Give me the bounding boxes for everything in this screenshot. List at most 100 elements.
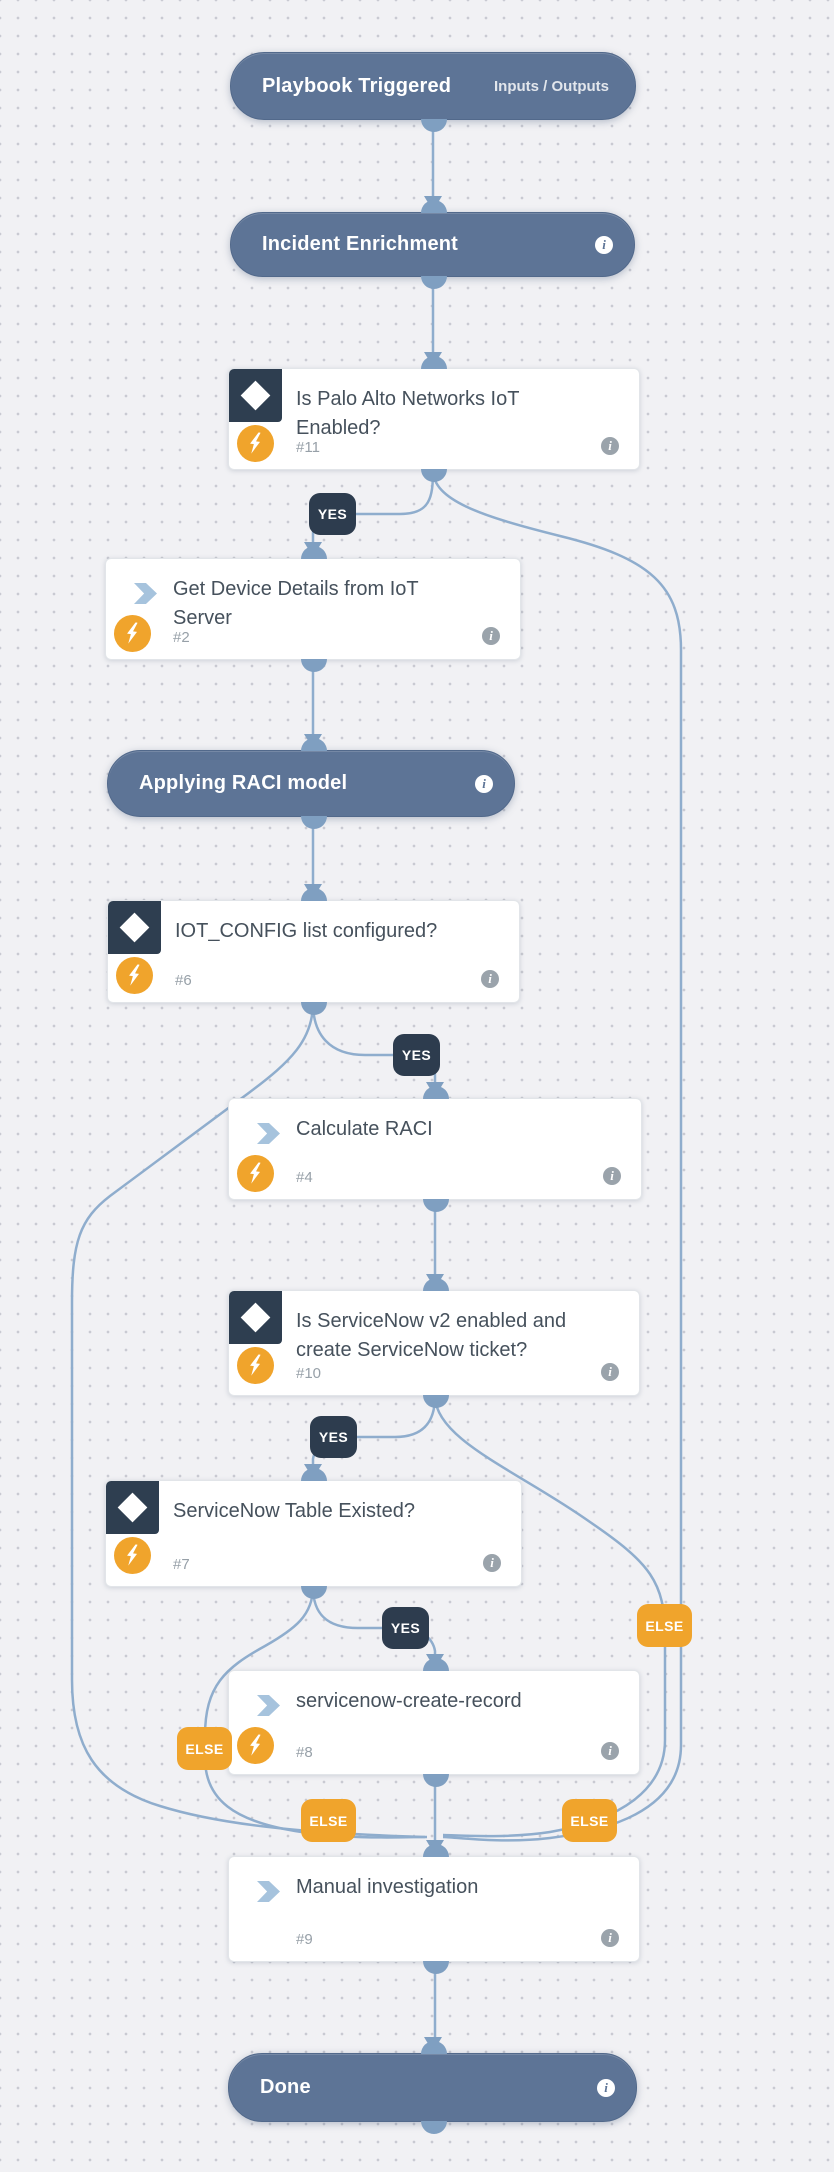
- task-number: #2: [173, 629, 190, 646]
- node-cond-servicenow-table[interactable]: ServiceNow Table Existed? #7 i: [105, 1468, 522, 1599]
- edge-cond11-else: [431, 469, 683, 1842]
- info-icon[interactable]: i: [597, 2078, 615, 2097]
- branch-label-else: ELSE: [301, 1799, 356, 1842]
- connector-stub: [421, 356, 447, 369]
- node-incident-enrichment[interactable]: Incident Enrichment i: [230, 200, 635, 289]
- node-title: Is Palo Alto Networks IoT Enabled?: [296, 388, 520, 439]
- connector-stub[interactable]: [423, 1774, 449, 1787]
- info-icon[interactable]: i: [482, 627, 500, 645]
- node-title: Is ServiceNow v2 enabled and create Serv…: [296, 1310, 567, 1361]
- info-icon[interactable]: i: [603, 1167, 621, 1185]
- task-number: #7: [173, 1556, 190, 1573]
- node-servicenow-create-record[interactable]: servicenow-create-record #8 i: [228, 1658, 640, 1787]
- lightning-icon: [123, 621, 142, 645]
- task-number: #4: [296, 1169, 313, 1186]
- branch-label-yes: YES: [309, 493, 356, 535]
- info-icon[interactable]: i: [483, 1554, 501, 1572]
- connector-stub[interactable]: [301, 1586, 327, 1599]
- connector-stub: [301, 888, 327, 901]
- info-icon[interactable]: i: [481, 970, 499, 988]
- task-chevron-icon: [134, 583, 157, 604]
- node-done[interactable]: Done i: [228, 2041, 637, 2134]
- connector-stub: [423, 1086, 449, 1099]
- automation-icon: [114, 1537, 151, 1574]
- diamond-icon: [240, 1302, 271, 1333]
- node-manual-investigation[interactable]: Manual investigation #9 i: [228, 1844, 640, 1974]
- connector-stub[interactable]: [421, 2121, 447, 2134]
- diamond-icon: [119, 912, 150, 943]
- connector-stub[interactable]: [301, 816, 327, 829]
- connector-stub[interactable]: [421, 276, 447, 289]
- connector-stub[interactable]: [423, 1199, 449, 1212]
- info-icon[interactable]: i: [601, 437, 619, 455]
- node-raci-header[interactable]: Applying RACI model i: [107, 738, 515, 829]
- node-title: IOT_CONFIG list configured?: [175, 920, 438, 942]
- condition-icon: [229, 1291, 282, 1344]
- task-number: #11: [296, 439, 320, 456]
- automation-icon: [237, 1155, 274, 1192]
- connector-stub[interactable]: [301, 1002, 327, 1015]
- task-chevron-icon: [257, 1881, 280, 1902]
- lightning-icon: [125, 963, 144, 987]
- lightning-icon: [123, 1543, 142, 1567]
- node-calculate-raci[interactable]: Calculate RACI #4 i: [228, 1086, 642, 1212]
- edge-cond6-else: [70, 1002, 426, 1839]
- node-title: ServiceNow Table Existed?: [173, 1500, 415, 1522]
- connector-stub: [301, 546, 327, 559]
- node-cond-servicenow-v2[interactable]: Is ServiceNow v2 enabled and create Serv…: [228, 1278, 640, 1408]
- node-playbook-triggered[interactable]: Playbook Triggered Inputs / Outputs: [230, 52, 636, 132]
- node-title: Get Device Details from IoT Server: [173, 578, 419, 629]
- info-icon[interactable]: i: [601, 1929, 619, 1947]
- branch-label-else: ELSE: [562, 1799, 617, 1842]
- automation-icon: [116, 957, 153, 994]
- info-icon[interactable]: i: [601, 1363, 619, 1381]
- automation-icon: [114, 615, 151, 652]
- connector-stub[interactable]: [301, 659, 327, 672]
- node-title: Playbook Triggered: [262, 74, 452, 97]
- condition-icon: [108, 901, 161, 954]
- node-get-device-details[interactable]: Get Device Details from IoT Server #2 i: [105, 546, 521, 672]
- task-chevron-icon: [257, 1123, 280, 1144]
- connector-stub: [423, 1844, 449, 1857]
- lightning-icon: [246, 1733, 265, 1757]
- connector-stub: [421, 2041, 447, 2054]
- node-title: servicenow-create-record: [296, 1690, 522, 1712]
- node-title: Done: [260, 2076, 311, 2098]
- diamond-icon: [117, 1492, 148, 1523]
- branch-label-else: ELSE: [637, 1604, 692, 1647]
- connector-stub: [423, 1278, 449, 1291]
- lightning-icon: [246, 1161, 265, 1185]
- inputs-outputs-link[interactable]: Inputs / Outputs: [494, 77, 609, 95]
- branch-label-yes: YES: [393, 1034, 440, 1076]
- node-title: Applying RACI model: [139, 772, 348, 794]
- connector-stub: [423, 1658, 449, 1671]
- diamond-icon: [240, 380, 271, 411]
- branch-label-yes: YES: [382, 1607, 429, 1649]
- connector-stub[interactable]: [421, 119, 447, 132]
- info-icon[interactable]: i: [475, 774, 493, 793]
- node-title: Calculate RACI: [296, 1118, 433, 1140]
- connector-stub[interactable]: [421, 469, 447, 482]
- automation-icon: [237, 1727, 274, 1764]
- edge-cond7-yes: [311, 1586, 437, 1654]
- task-number: #9: [296, 1931, 313, 1948]
- connector-stub: [301, 738, 327, 751]
- info-icon[interactable]: i: [601, 1742, 619, 1760]
- info-icon[interactable]: i: [595, 235, 613, 254]
- connector-stub[interactable]: [423, 1395, 449, 1408]
- condition-icon: [106, 1481, 159, 1534]
- connector-stub: [421, 200, 447, 213]
- connector-stub[interactable]: [423, 1961, 449, 1974]
- task-number: #10: [296, 1365, 322, 1382]
- node-cond-iot-config[interactable]: IOT_CONFIG list configured? #6 i: [107, 888, 520, 1015]
- lightning-icon: [246, 1353, 265, 1377]
- automation-icon: [237, 1347, 274, 1384]
- node-cond-iot-enabled[interactable]: Is Palo Alto Networks IoT Enabled? #11 i: [228, 356, 640, 482]
- task-chevron-icon: [257, 1695, 280, 1716]
- node-title: Incident Enrichment: [262, 233, 459, 255]
- connector-stub: [301, 1468, 327, 1481]
- task-number: #8: [296, 1744, 313, 1761]
- task-number: #6: [175, 972, 192, 989]
- node-title: Manual investigation: [296, 1876, 479, 1898]
